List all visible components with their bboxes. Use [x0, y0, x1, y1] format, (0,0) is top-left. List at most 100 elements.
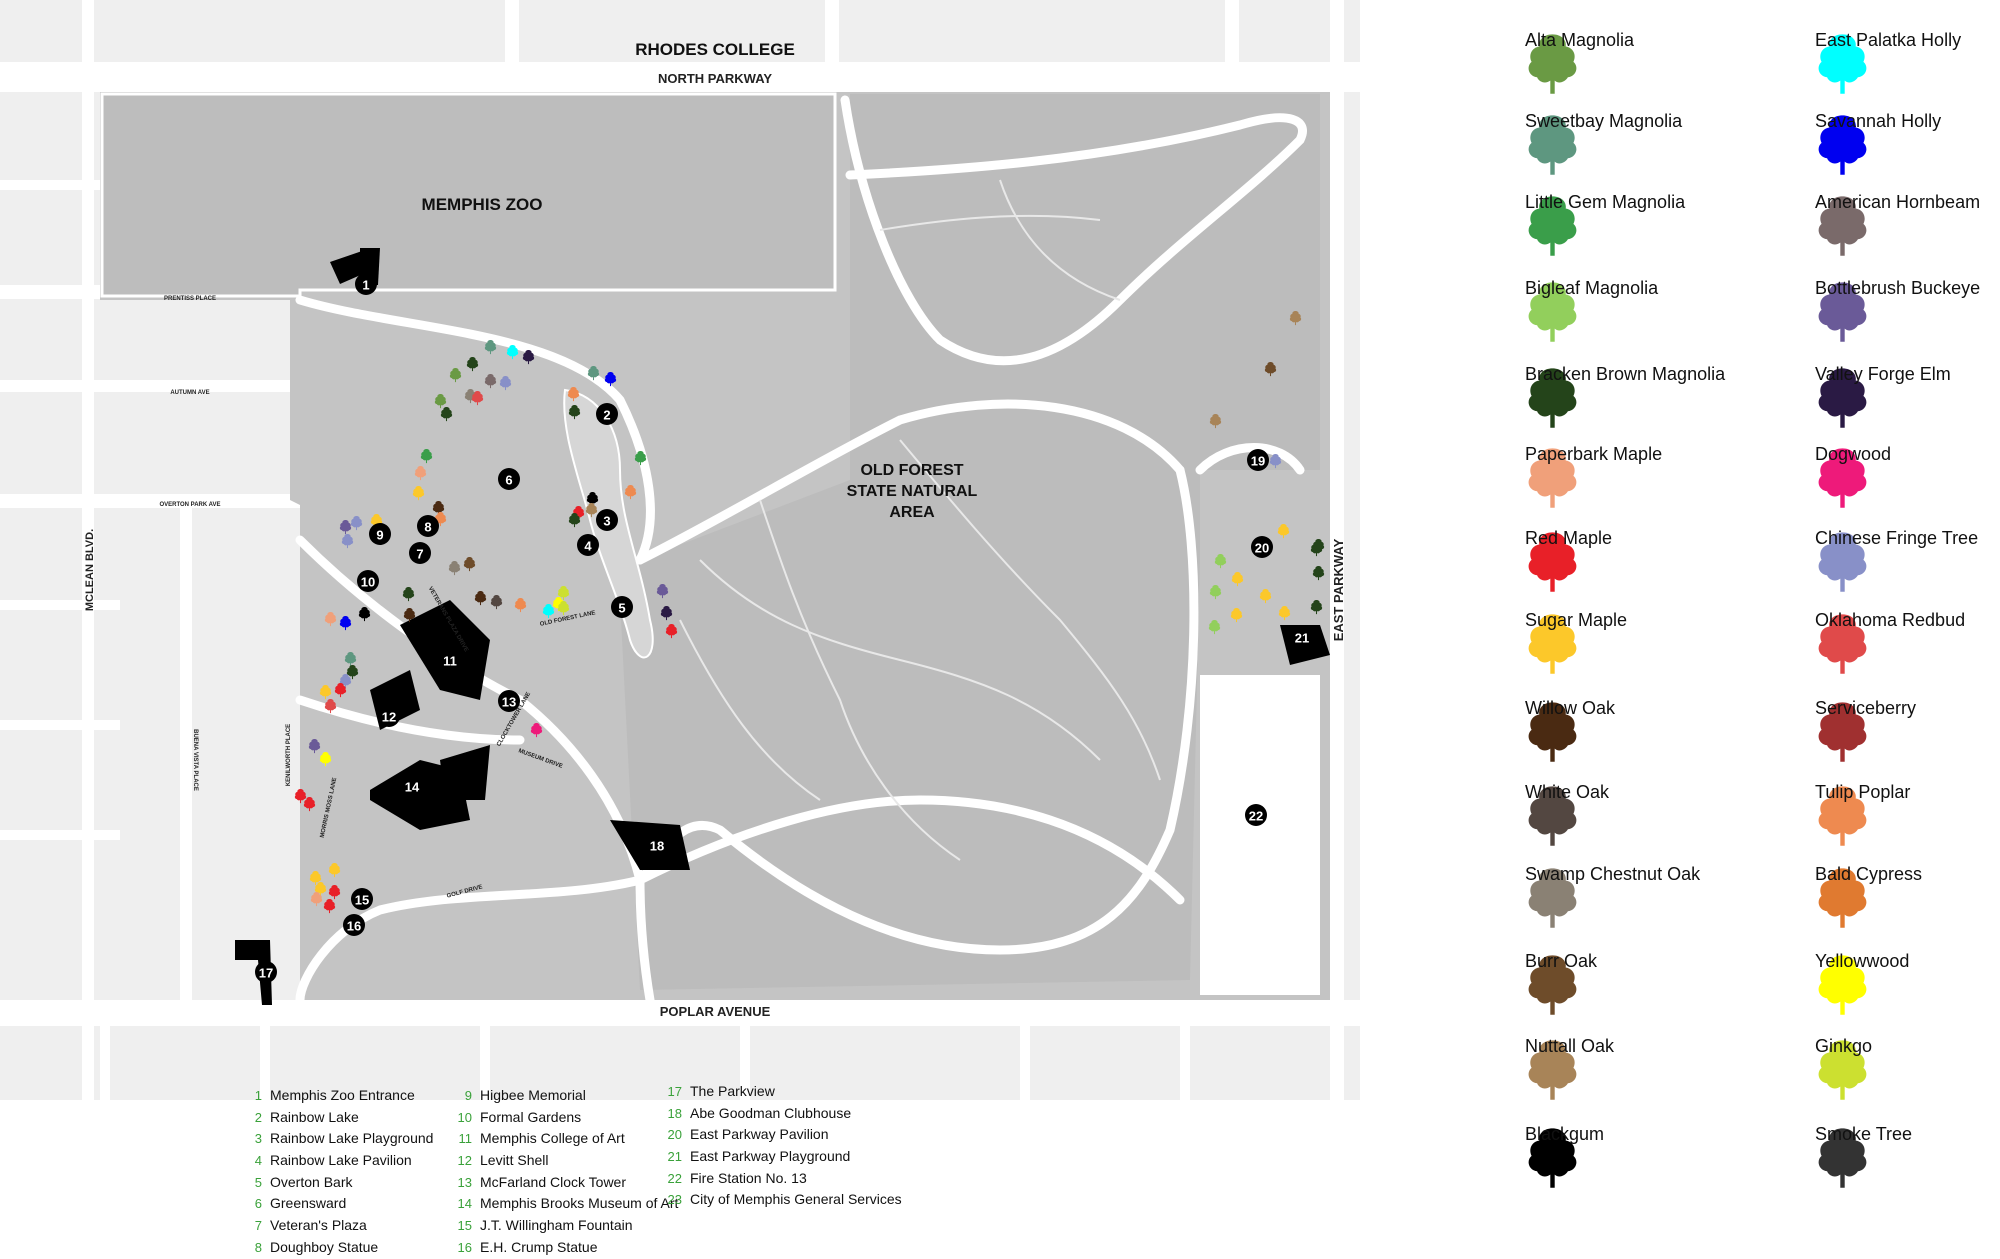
location-marker-12[interactable]: 12	[378, 705, 400, 727]
tree-marker[interactable]	[1269, 454, 1282, 469]
tree-marker[interactable]	[434, 394, 447, 409]
tree-marker[interactable]	[530, 723, 543, 738]
location-marker-1[interactable]: 1	[355, 273, 377, 295]
tree-marker[interactable]	[499, 376, 512, 391]
tree-marker[interactable]	[634, 451, 647, 466]
tree-marker[interactable]	[484, 340, 497, 355]
tree-marker[interactable]	[328, 863, 341, 878]
tree-marker[interactable]	[339, 616, 352, 631]
tree-marker[interactable]	[656, 584, 669, 599]
tree-marker[interactable]	[484, 374, 497, 389]
tree-marker[interactable]	[1278, 606, 1291, 621]
location-marker-18[interactable]: 18	[646, 834, 668, 856]
tree-marker[interactable]	[1231, 572, 1244, 587]
tree-marker[interactable]	[1214, 554, 1227, 569]
tree-name: Ginkgo	[1815, 1036, 1873, 1056]
location-marker-16[interactable]: 16	[343, 914, 365, 936]
location-marker-20[interactable]: 20	[1251, 536, 1273, 558]
location-marker-8[interactable]: 8	[417, 515, 439, 537]
tree-marker[interactable]	[1264, 362, 1277, 377]
tree-marker[interactable]	[339, 520, 352, 535]
tree-marker[interactable]	[542, 604, 555, 619]
tree-marker[interactable]	[1312, 539, 1325, 554]
tree-marker[interactable]	[403, 608, 416, 623]
tree-marker[interactable]	[1310, 600, 1323, 615]
tree-marker[interactable]	[324, 612, 337, 627]
tree-marker[interactable]	[334, 683, 347, 698]
tree-marker[interactable]	[1209, 414, 1222, 429]
tree-marker[interactable]	[1289, 311, 1302, 326]
location-marker-7[interactable]: 7	[409, 542, 431, 564]
location-name: Levitt Shell	[480, 1152, 549, 1169]
tree-marker[interactable]	[402, 587, 415, 602]
tree-marker[interactable]	[319, 752, 332, 767]
tree-marker[interactable]	[328, 885, 341, 900]
location-marker-3[interactable]: 3	[596, 509, 618, 531]
location-marker-5[interactable]: 5	[611, 596, 633, 618]
tree-marker[interactable]	[303, 797, 316, 812]
tree-marker[interactable]	[308, 739, 321, 754]
tree-marker[interactable]	[309, 871, 322, 886]
tree-marker[interactable]	[490, 595, 503, 610]
tree-marker[interactable]	[463, 557, 476, 572]
tree-marker[interactable]	[341, 534, 354, 549]
tree-marker[interactable]	[323, 899, 336, 914]
tree-marker[interactable]	[474, 591, 487, 606]
tree-marker[interactable]	[665, 624, 678, 639]
tree-marker[interactable]	[350, 516, 363, 531]
tree-marker[interactable]	[466, 357, 479, 372]
tree-marker[interactable]	[1209, 585, 1222, 600]
location-marker-6[interactable]: 6	[498, 468, 520, 490]
location-marker-21[interactable]: 21	[1291, 626, 1313, 648]
tree-marker[interactable]	[585, 503, 598, 518]
location-marker-15[interactable]: 15	[351, 888, 373, 910]
location-marker-11[interactable]: 11	[439, 649, 461, 671]
tree-marker[interactable]	[506, 345, 519, 360]
location-marker-14[interactable]: 14	[401, 775, 423, 797]
tree-marker[interactable]	[432, 501, 445, 516]
park-roads	[295, 95, 1307, 1005]
tree-marker[interactable]	[567, 387, 580, 402]
tree-marker[interactable]	[344, 652, 357, 667]
tree-marker[interactable]	[557, 586, 570, 601]
tree-marker[interactable]	[587, 366, 600, 381]
tree-marker[interactable]	[310, 892, 323, 907]
tree-marker[interactable]	[1230, 608, 1243, 623]
tree-marker[interactable]	[514, 598, 527, 613]
tree-marker[interactable]	[624, 485, 637, 500]
tree-marker[interactable]	[449, 368, 462, 383]
tree-marker[interactable]	[440, 407, 453, 422]
tree-marker[interactable]	[557, 601, 570, 616]
tree-name: Paperbark Maple	[1525, 444, 1663, 464]
tree-marker[interactable]	[324, 699, 337, 714]
location-number: 23	[667, 1192, 682, 1208]
location-marker-10[interactable]: 10	[357, 570, 379, 592]
location-marker-22[interactable]: 22	[1245, 804, 1267, 826]
tree-marker[interactable]	[1259, 589, 1272, 604]
location-marker-4[interactable]: 4	[577, 534, 599, 556]
tree-marker[interactable]	[412, 486, 425, 501]
tree-marker[interactable]	[522, 350, 535, 365]
location-marker-13[interactable]: 13	[498, 690, 520, 712]
location-marker-9[interactable]: 9	[369, 523, 391, 545]
tree-marker[interactable]	[660, 606, 673, 621]
location-marker-17[interactable]: 17	[255, 961, 277, 983]
tree-marker[interactable]	[1208, 620, 1221, 635]
tree-marker[interactable]	[471, 391, 484, 406]
tree-marker[interactable]	[358, 607, 371, 622]
tree-marker[interactable]	[604, 372, 617, 387]
tree-marker[interactable]	[568, 513, 581, 528]
location-marker-19[interactable]: 19	[1247, 449, 1269, 471]
tree-marker[interactable]	[586, 492, 599, 507]
tree-marker[interactable]	[346, 665, 359, 680]
tree-marker[interactable]	[294, 789, 307, 804]
tree-marker[interactable]	[1277, 524, 1290, 539]
location-name: East Parkway Pavilion	[690, 1126, 829, 1143]
tree-marker[interactable]	[448, 561, 461, 576]
tree-marker[interactable]	[420, 449, 433, 464]
tree-marker[interactable]	[319, 685, 332, 700]
tree-marker[interactable]	[568, 405, 581, 420]
tree-marker[interactable]	[1312, 566, 1325, 581]
tree-marker[interactable]	[414, 466, 427, 481]
location-marker-2[interactable]: 2	[596, 403, 618, 425]
